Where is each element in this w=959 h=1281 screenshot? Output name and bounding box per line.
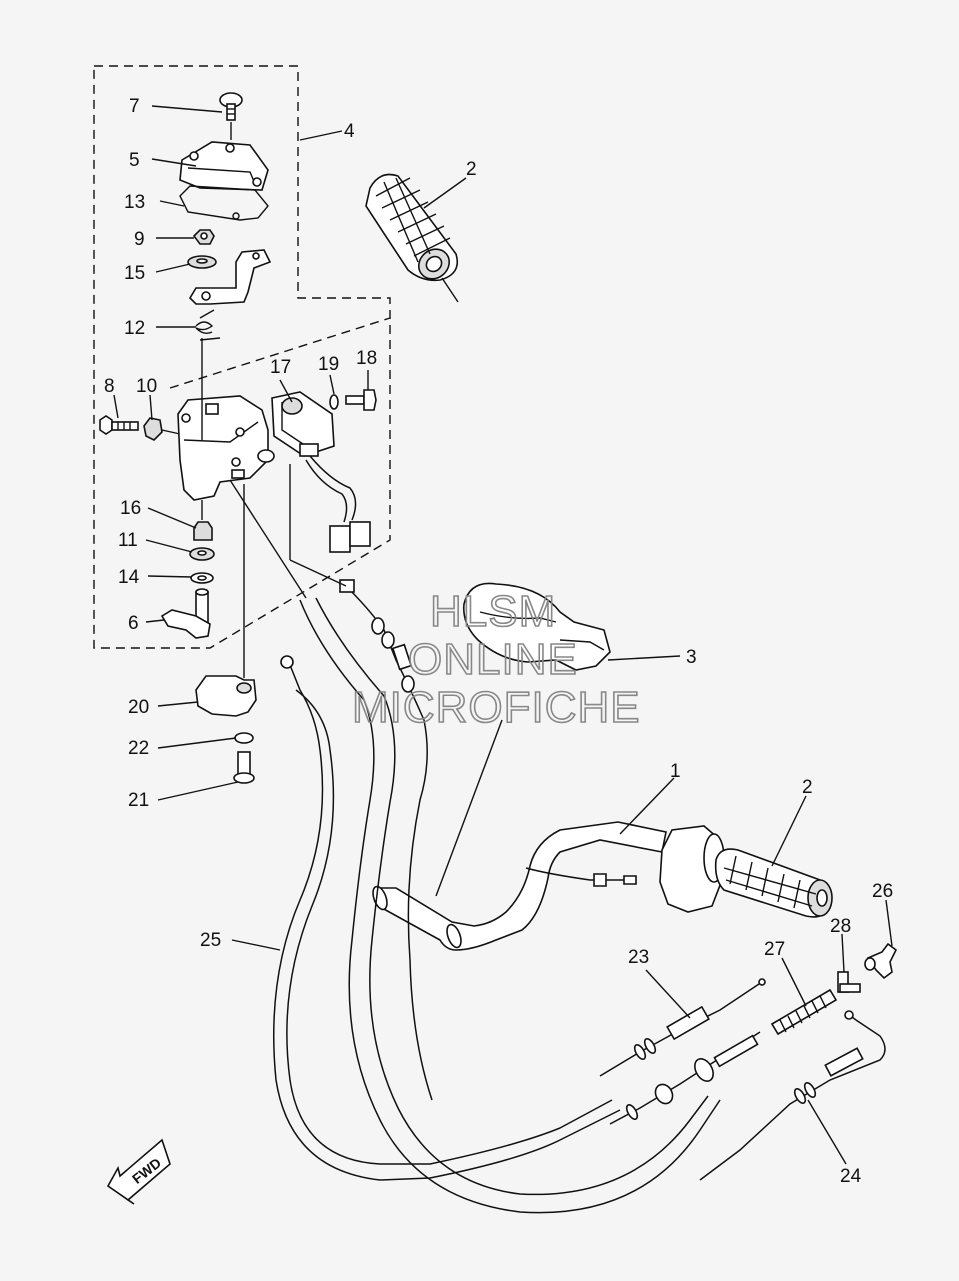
throttle-assembly[interactable] — [659, 825, 725, 913]
watermark-line-1: HLSM — [430, 587, 556, 636]
part-7-screw[interactable] — [219, 92, 243, 121]
part-25-cable[interactable] — [272, 655, 621, 1181]
part-11-washer[interactable] — [189, 547, 215, 561]
callout-labels: 7 5 13 9 15 12 4 2 17 19 18 8 10 16 11 1… — [104, 96, 893, 1187]
callout-25: 25 — [200, 930, 221, 951]
callout-11: 11 — [118, 530, 138, 551]
callout-4: 4 — [344, 121, 355, 142]
part-23-cable[interactable] — [599, 978, 766, 1077]
callout-23: 23 — [628, 947, 649, 968]
part-21-bolt[interactable] — [233, 751, 255, 784]
watermark: HLSM ONLINE MICROFICHE — [351, 586, 641, 733]
part-5-cover[interactable] — [179, 141, 269, 191]
callout-27: 27 — [764, 939, 785, 960]
callout-6: 6 — [128, 613, 139, 634]
callout-18: 18 — [356, 348, 377, 369]
assembly-4-boundary — [93, 65, 391, 649]
assembly-divider — [169, 317, 391, 389]
callout-19: 19 — [318, 354, 339, 375]
callout-13: 13 — [124, 192, 145, 213]
part-24-cable[interactable] — [699, 1010, 886, 1181]
part-18-screw[interactable] — [345, 389, 377, 411]
part-22-washer[interactable] — [234, 732, 254, 744]
part-26-wing-nut[interactable] — [864, 942, 898, 980]
part-6-lever[interactable] — [160, 588, 211, 639]
callout-16: 16 — [120, 498, 141, 519]
part-10-nut[interactable] — [143, 417, 163, 441]
connector[interactable] — [329, 521, 371, 553]
callout-8: 8 — [104, 376, 115, 397]
part-16-bushing[interactable] — [193, 521, 213, 541]
callout-1: 1 — [670, 761, 681, 782]
callout-28: 28 — [830, 916, 851, 937]
bracket[interactable] — [188, 249, 272, 305]
part-3-throttle-housing[interactable] — [462, 582, 611, 671]
callout-10: 10 — [136, 376, 157, 397]
part-19-washer[interactable] — [329, 394, 339, 410]
cable-end[interactable] — [593, 873, 607, 887]
part-2-grip-upper[interactable] — [365, 173, 459, 286]
callout-20: 20 — [128, 697, 149, 718]
watermark-line-3: MICROFICHE — [352, 683, 641, 732]
callout-17: 17 — [270, 357, 291, 378]
callout-15: 15 — [124, 263, 145, 284]
callout-7: 7 — [129, 96, 140, 117]
part-8-bolt[interactable] — [99, 415, 139, 435]
callout-2-upper: 2 — [466, 159, 477, 180]
callout-22: 22 — [128, 738, 149, 759]
part-2-grip-lower[interactable] — [714, 848, 833, 918]
part-1-handlebar[interactable] — [370, 821, 667, 951]
callout-3: 3 — [686, 647, 697, 668]
part-27-spring[interactable] — [770, 988, 838, 1036]
part-9-nut[interactable] — [192, 229, 215, 245]
cable-fittings[interactable] — [339, 579, 415, 693]
part-20-clamp[interactable] — [195, 675, 257, 717]
callout-14: 14 — [118, 567, 140, 588]
callout-9: 9 — [134, 229, 145, 250]
leader-lines — [113, 105, 893, 1165]
callout-2-lower: 2 — [802, 777, 813, 798]
cable-adjuster[interactable] — [609, 1031, 761, 1125]
part-13-gasket[interactable] — [179, 185, 269, 221]
watermark-line-2: ONLINE — [408, 635, 578, 684]
part-12-spring[interactable] — [195, 321, 214, 335]
callout-12: 12 — [124, 318, 145, 339]
callout-21: 21 — [128, 790, 149, 811]
part-15-washer[interactable] — [187, 255, 217, 269]
callout-24: 24 — [840, 1166, 862, 1187]
fwd-arrow-icon — [106, 1138, 171, 1205]
switch-housing[interactable] — [177, 395, 275, 501]
part-17-switch[interactable] — [271, 391, 335, 457]
callout-26: 26 — [872, 881, 893, 902]
part-28-adjuster[interactable] — [837, 971, 861, 993]
callout-5: 5 — [129, 150, 140, 171]
part-14-washer[interactable] — [190, 572, 214, 584]
